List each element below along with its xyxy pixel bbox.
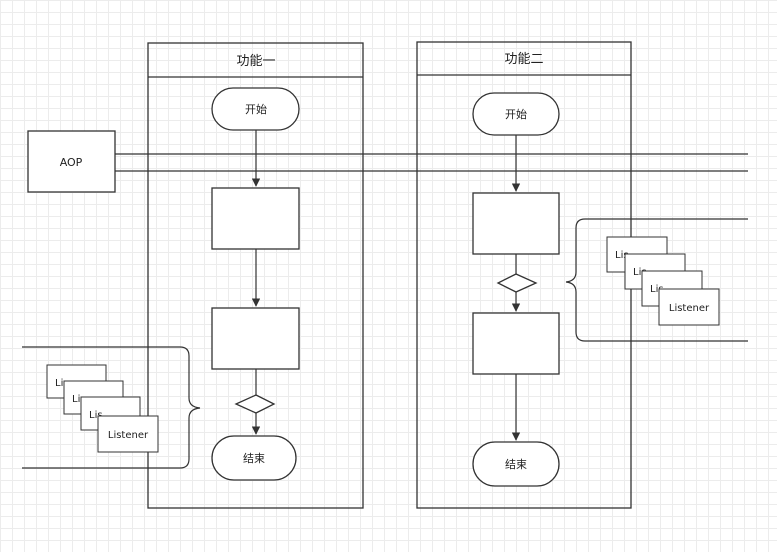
lane-1-decision[interactable] (234, 394, 276, 414)
lane-2-end-node[interactable] (472, 441, 560, 487)
listener-card[interactable] (658, 288, 720, 326)
aop-label: AOP (60, 156, 83, 169)
lane-1-end-label: 结束 (243, 452, 265, 465)
aop-box[interactable]: AOP (27, 130, 116, 193)
listener-group-right: Lis Lis Lis Listener (565, 218, 748, 342)
lane-2-start-label: 开始 (505, 107, 527, 121)
lane-2-process-2[interactable] (472, 312, 560, 375)
listener-group-left: Lis Lis Lis Listener (22, 346, 201, 469)
listener-bracket-right (565, 218, 748, 342)
aop-band (115, 153, 748, 172)
listener-card-label: Lis (55, 378, 69, 389)
listener-card[interactable] (97, 415, 159, 453)
lane-2-decision[interactable] (496, 273, 538, 293)
listener-card-label: Lis (615, 250, 629, 261)
lane-1-process-2[interactable] (211, 307, 300, 370)
lane-2: 功能二 开始 结束 (416, 41, 632, 509)
listener-card-label: Listener (669, 303, 710, 314)
lane-1-process-1[interactable] (211, 187, 300, 250)
listener-card-label: Lis (650, 284, 664, 295)
listener-bracket-left (22, 346, 201, 469)
listener-card-label: Lis (633, 267, 647, 278)
lane-1-end-node[interactable] (211, 435, 297, 481)
listener-card-label: Lis (89, 410, 103, 421)
lane-1-title: 功能一 (236, 54, 275, 69)
listener-card-label: Lis (72, 394, 86, 405)
lane-1: 功能一 开始 结束 (147, 42, 364, 509)
lane-2-process-1[interactable] (472, 192, 560, 255)
lane-2-title: 功能二 (504, 52, 543, 67)
listener-card-label: Listener (108, 430, 149, 441)
lane-2-end-label: 结束 (505, 458, 527, 471)
lane-1-start-label: 开始 (245, 102, 267, 116)
